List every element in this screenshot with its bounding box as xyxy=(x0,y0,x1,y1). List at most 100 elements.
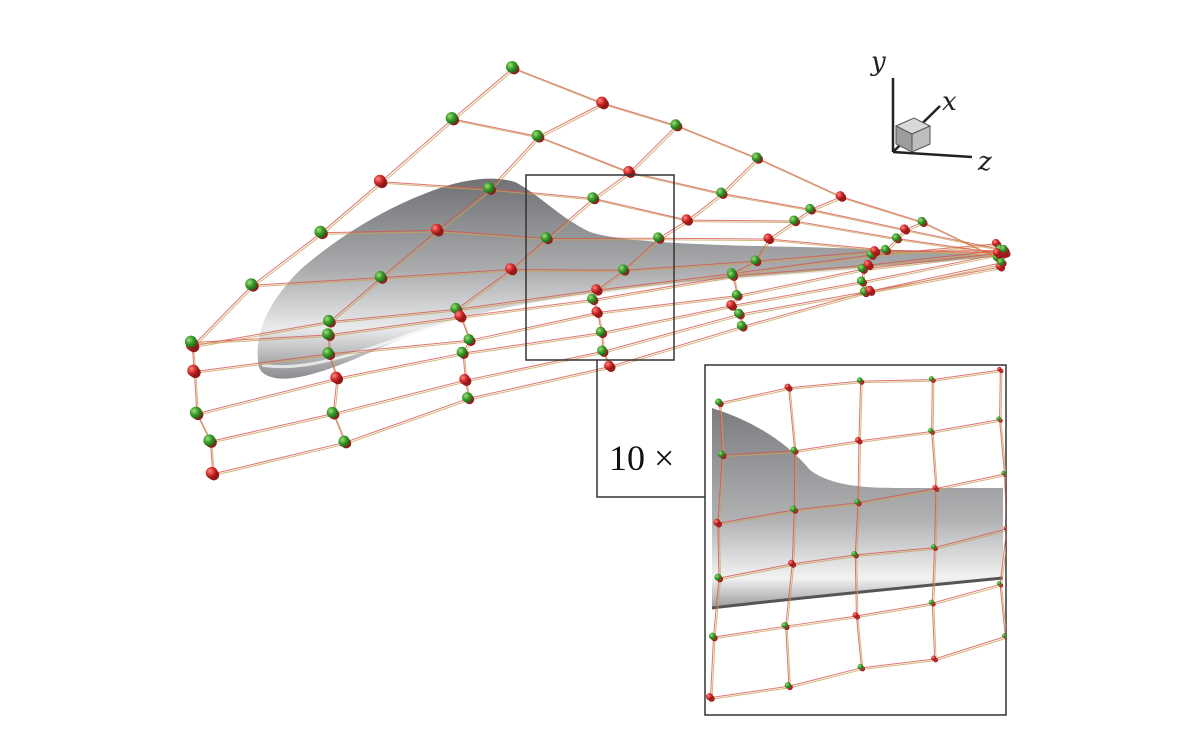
lattice-edge xyxy=(859,442,861,505)
control-point-deformed xyxy=(463,334,475,345)
lattice-edge xyxy=(719,402,723,456)
lattice-edge xyxy=(1000,421,1006,476)
lattice-edge xyxy=(630,126,679,175)
lattice-edge xyxy=(471,313,600,343)
inset-control-points xyxy=(705,366,1006,702)
lattice-edge xyxy=(786,627,791,688)
zoom-inset-panel xyxy=(704,364,1007,716)
lattice-edge xyxy=(193,335,331,345)
control-point-deformed xyxy=(709,632,717,640)
lattice-edge xyxy=(548,199,596,241)
lattice-edge xyxy=(538,102,604,137)
control-point-deformed xyxy=(854,498,860,505)
control-point-deformed xyxy=(713,518,721,526)
control-point-deformed xyxy=(781,621,788,629)
lattice-edge xyxy=(452,118,539,138)
lattice-edge xyxy=(731,281,863,307)
control-point-deformed xyxy=(326,406,338,419)
lattice-edge xyxy=(336,352,463,379)
lattice-edge xyxy=(718,524,721,580)
lattice-edge xyxy=(437,229,548,239)
lattice-edge xyxy=(603,306,734,335)
lattice-edge xyxy=(331,310,459,324)
lattice-edge xyxy=(931,431,937,489)
control-point-deformed xyxy=(789,215,799,225)
lattice-edge xyxy=(604,315,742,354)
lattice-edge xyxy=(770,222,797,241)
control-point-deformed xyxy=(462,392,473,403)
axis-label-z: z xyxy=(977,147,992,177)
lattice-edge xyxy=(1001,545,1006,586)
lattice-edge xyxy=(935,473,1005,490)
control-point-deformed xyxy=(374,270,386,283)
lattice-edge xyxy=(253,233,324,288)
lattice-edge xyxy=(198,379,339,416)
control-point-deformed xyxy=(750,255,760,265)
lattice-edge xyxy=(192,284,253,347)
lattice-edge xyxy=(794,440,860,452)
lattice-edge xyxy=(868,249,1005,266)
lattice-edge xyxy=(511,238,548,270)
control-point-deformed xyxy=(788,559,795,567)
lattice-edge xyxy=(253,278,383,288)
lattice-edge xyxy=(931,603,936,660)
lattice-edge xyxy=(491,189,596,201)
control-point-deformed xyxy=(997,257,1005,266)
lattice-edge xyxy=(592,275,733,301)
lattice-edge xyxy=(931,547,936,604)
lattice-edge xyxy=(786,565,795,628)
lattice-edge xyxy=(720,404,725,457)
control-point-deformed xyxy=(705,693,713,701)
control-point-deformed xyxy=(322,328,334,340)
lattice-edge xyxy=(788,387,796,451)
lattice-edge xyxy=(689,221,797,224)
lattice-edge xyxy=(905,229,1001,250)
lattice-edge xyxy=(860,379,933,382)
lattice-edge xyxy=(601,305,732,334)
lattice-edge xyxy=(757,157,842,198)
lattice-edge xyxy=(733,262,758,276)
lattice-edge xyxy=(935,490,938,550)
control-point-deformed xyxy=(323,314,335,327)
control-point-deformed xyxy=(681,214,692,225)
lattice-edge xyxy=(454,119,540,139)
lattice-edge xyxy=(812,197,843,212)
lattice-edge xyxy=(210,413,334,442)
lattice-edge xyxy=(194,322,332,348)
lattice-edge xyxy=(741,292,873,317)
control-point-deformed xyxy=(852,612,859,618)
lattice-edge xyxy=(932,583,1001,604)
lattice-edge xyxy=(456,289,598,310)
lattice-edge xyxy=(856,504,861,557)
lattice-edge xyxy=(931,419,1000,433)
lattice-edge xyxy=(194,286,255,348)
lattice-edge xyxy=(932,381,935,434)
lattice-edge xyxy=(857,604,934,618)
lattice-edge xyxy=(855,547,935,556)
lattice-edge xyxy=(812,210,907,232)
lattice-edge xyxy=(717,454,723,524)
lattice-edge xyxy=(720,564,794,581)
lattice-edge xyxy=(452,67,514,120)
control-point-deformed xyxy=(790,505,797,513)
lattice-edge xyxy=(251,232,322,286)
control-point-deformed xyxy=(430,223,443,236)
lattice-edge xyxy=(934,488,937,548)
control-point-deformed xyxy=(540,232,552,243)
lattice-edge xyxy=(594,276,735,302)
lattice-edge xyxy=(934,528,1006,549)
lattice-edge xyxy=(757,252,877,264)
lattice-edge xyxy=(859,489,938,505)
control-point-deformed xyxy=(189,406,202,419)
control-point-deformed xyxy=(856,377,863,384)
control-point-deformed xyxy=(763,233,773,243)
lattice-edge xyxy=(460,299,594,318)
lattice-edge xyxy=(338,354,465,381)
lattice-edge xyxy=(933,549,937,605)
lattice-edge xyxy=(717,509,795,524)
lattice-edge xyxy=(382,120,455,184)
lattice-edge xyxy=(330,341,472,356)
lattice-edge xyxy=(611,327,744,369)
lattice-edge xyxy=(790,668,864,689)
lattice-edge xyxy=(758,159,843,199)
